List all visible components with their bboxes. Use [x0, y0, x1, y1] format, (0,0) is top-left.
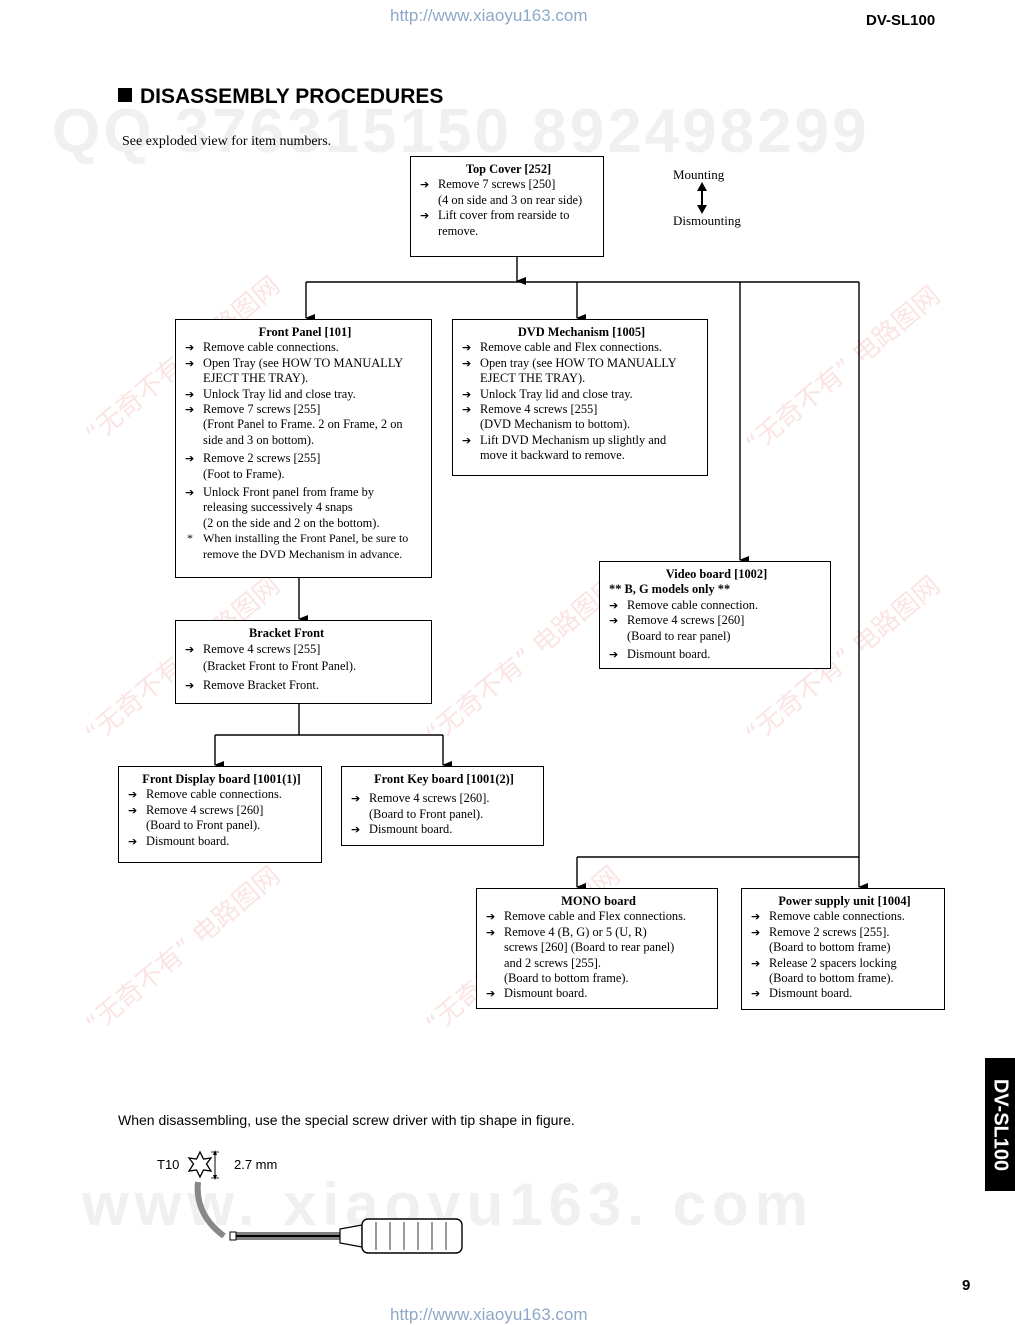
side-tab-label: DV-SL100: [989, 1078, 1012, 1171]
step: Remove 4 screws [255] (DVD Mechanism to …: [462, 402, 701, 433]
intro-text: See exploded view for item numbers.: [122, 134, 332, 149]
box-title: MONO board: [561, 894, 636, 908]
box-power-supply: Power supply unit [1004] Remove cable co…: [741, 888, 945, 1010]
step: Dismount board.: [351, 822, 537, 838]
step: Remove 2 screws [255]. (Board to bottom …: [751, 925, 938, 956]
box-title: DVD Mechanism [1005]: [517, 325, 646, 339]
side-tab: DV-SL100: [985, 1058, 1015, 1191]
screwdriver-icon: [194, 1181, 463, 1254]
tip-label: T10: [157, 1157, 180, 1172]
box-front-key: Front Key board [1001(2)] Remove 4 screw…: [341, 766, 544, 846]
step: Dismount board.: [609, 647, 824, 663]
box-title: Power supply unit [1004]: [778, 894, 911, 908]
box-bracket-front: Bracket Front Remove 4 screws [255] (Bra…: [175, 620, 432, 704]
step: Lift DVD Mechanism up slightly and move …: [462, 433, 701, 464]
box-mono-board: MONO board Remove cable and Flex connect…: [476, 888, 718, 1009]
box-front-display: Front Display board [1001(1)] Remove cab…: [118, 766, 322, 863]
step: Dismount board.: [751, 986, 938, 1002]
box-front-panel: Front Panel [101] Remove cable connectio…: [175, 319, 432, 578]
step: Remove 7 screws [255] (Front Panel to Fr…: [185, 402, 425, 448]
step: Remove 4 (B, G) or 5 (U, R) screws [260]…: [486, 925, 711, 987]
step: Dismount board.: [128, 834, 315, 850]
updown-arrow-icon: [697, 182, 707, 214]
step: Remove Bracket Front.: [185, 678, 425, 694]
step: Remove cable connection.: [609, 598, 824, 614]
box-top-cover: Top Cover [252] Remove 7 screws [250] (4…: [410, 156, 604, 257]
step: Remove cable and Flex connections.: [462, 340, 701, 356]
header-url[interactable]: http://www.xiaoyu163.com: [390, 6, 588, 25]
step: Remove cable connections.: [128, 787, 315, 803]
model-note: ** B, G models only **: [609, 582, 731, 597]
box-dvd-mechanism: DVD Mechanism [1005] Remove cable and Fl…: [452, 319, 708, 476]
tip-size: 2.7 mm: [234, 1157, 278, 1172]
step: Lift cover from rearside to remove.: [420, 208, 597, 239]
note: When installing the Front Panel, be sure…: [185, 531, 425, 562]
section-title: DISASSEMBLY PROCEDURES: [118, 85, 443, 109]
box-title: Bracket Front: [249, 626, 325, 640]
screwdriver-instruction: When disassembling, use the special scre…: [118, 1112, 575, 1128]
footer-url[interactable]: http://www.xiaoyu163.com: [390, 1305, 588, 1324]
legend-dismounting: Dismounting: [673, 213, 741, 228]
step: Remove cable connections.: [751, 909, 938, 925]
step: Unlock Front panel from frame by releasi…: [185, 485, 425, 531]
legend-mounting: Mounting: [673, 167, 725, 182]
square-bullet-icon: [118, 88, 132, 102]
box-title: Front Panel [101]: [258, 325, 352, 339]
model-label: DV-SL100: [866, 12, 936, 29]
box-title: Video board [1002]: [665, 567, 768, 581]
box-title: Front Display board [1001(1)]: [142, 772, 301, 786]
step: Remove 7 screws [250] (4 on side and 3 o…: [420, 177, 597, 208]
step: Remove cable connections.: [185, 340, 425, 356]
step: Remove cable and Flex connections.: [486, 909, 711, 925]
step: Open Tray (see HOW TO MANUALLY EJECT THE…: [185, 356, 425, 387]
step: Dismount board.: [486, 986, 711, 1002]
step: Unlock Tray lid and close tray.: [185, 387, 425, 403]
step: Remove 4 screws [260] (Board to rear pan…: [609, 613, 824, 644]
step: Remove 4 screws [260]. (Board to Front p…: [351, 791, 537, 822]
step: Remove 2 screws [255] (Foot to Frame).: [185, 451, 425, 482]
page-number: 9: [962, 1277, 971, 1294]
step: Release 2 spacers locking (Board to bott…: [751, 956, 938, 987]
torx-tip-icon: [187, 1150, 219, 1180]
step: Remove 4 screws [260] (Board to Front pa…: [128, 803, 315, 834]
box-video-board: Video board [1002] ** B, G models only *…: [599, 561, 831, 669]
box-title: Top Cover [252]: [465, 162, 552, 176]
step: Remove 4 screws [255] (Bracket Front to …: [185, 641, 425, 675]
box-title: Front Key board [1001(2)]: [374, 772, 514, 786]
step: Open tray (see HOW TO MANUALLY EJECT THE…: [462, 356, 701, 387]
step: Unlock Tray lid and close tray.: [462, 387, 701, 403]
